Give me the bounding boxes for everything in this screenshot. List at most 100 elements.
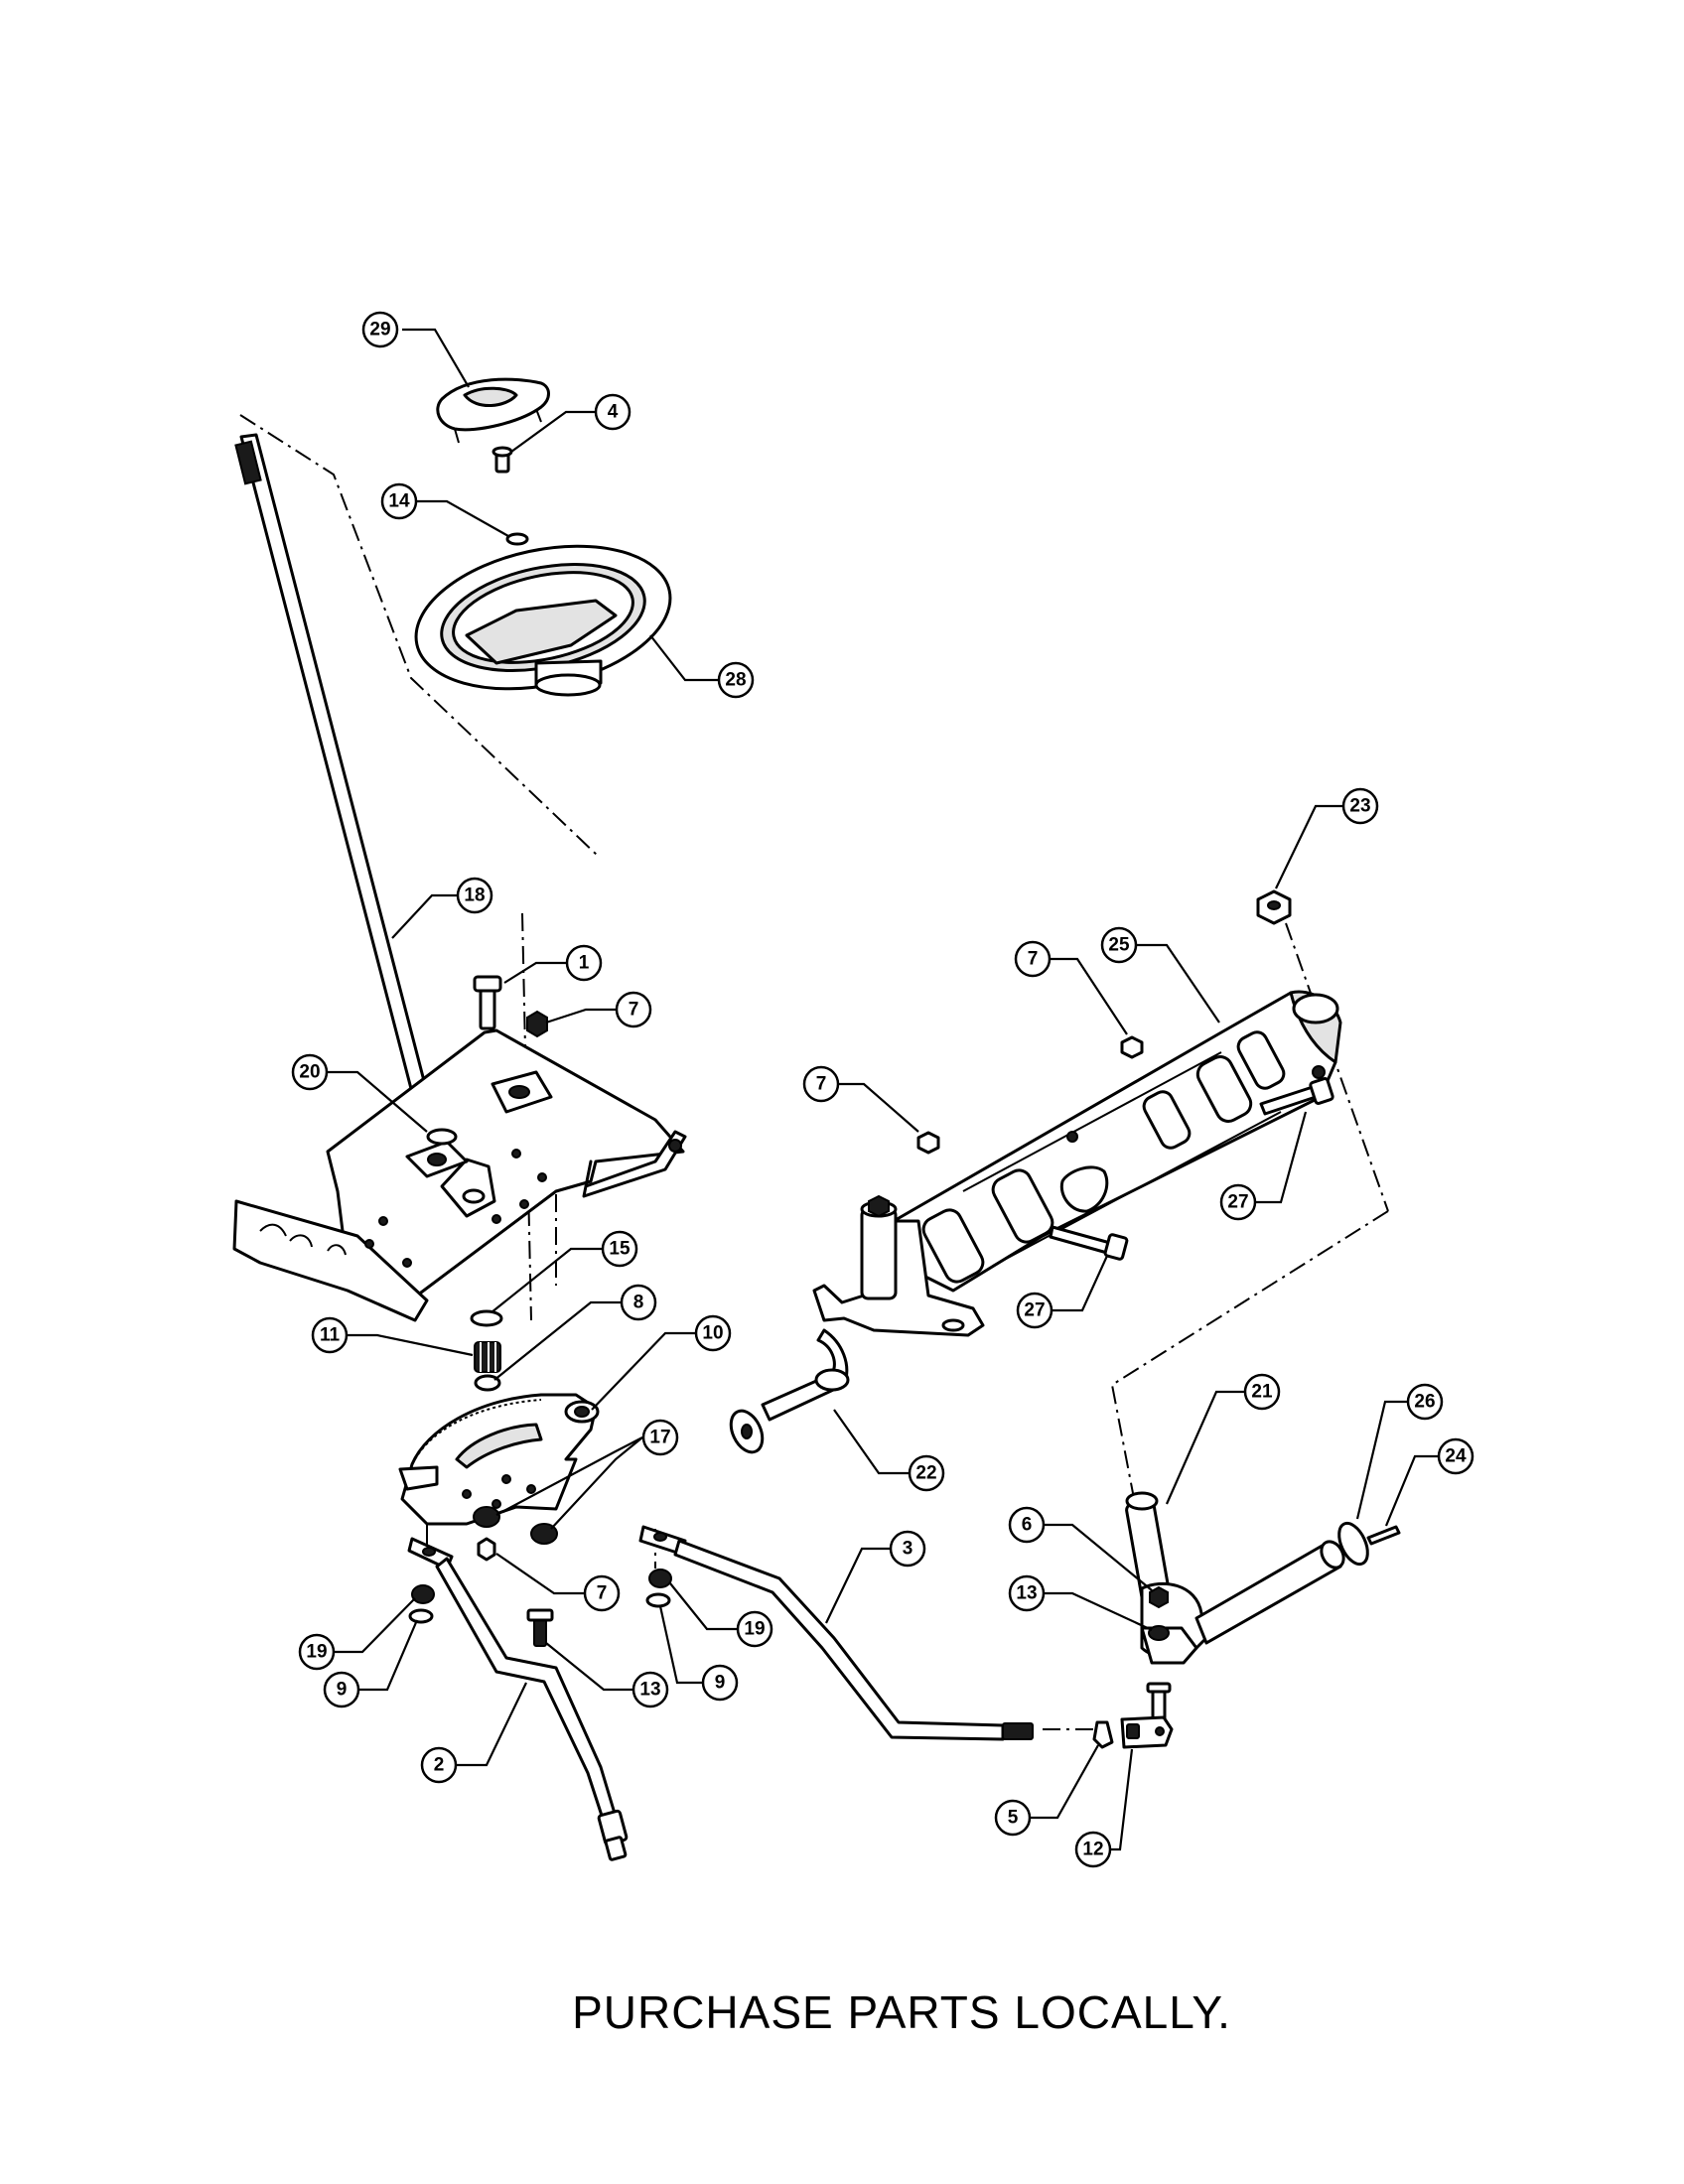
steering-shaft <box>234 433 439 1124</box>
sector-spacers <box>473 1506 558 1562</box>
svg-text:26: 26 <box>1414 1392 1435 1413</box>
svg-text:18: 18 <box>464 886 485 906</box>
callout-13-center: 13 <box>632 1671 669 1708</box>
spindle-nut <box>1149 1585 1169 1609</box>
center-bolt <box>526 1608 554 1647</box>
svg-text:27: 27 <box>1024 1300 1045 1321</box>
callout-20: 20 <box>291 1053 329 1091</box>
ball-joint <box>1092 1720 1114 1749</box>
callout-17: 17 <box>641 1419 679 1456</box>
svg-text:2: 2 <box>434 1755 445 1776</box>
callout-9-left: 9 <box>323 1671 360 1708</box>
axle-hex-nuts <box>916 1035 1144 1155</box>
svg-text:8: 8 <box>633 1293 644 1313</box>
svg-text:5: 5 <box>1008 1808 1019 1829</box>
axle-left-end <box>812 1194 985 1337</box>
svg-text:7: 7 <box>629 1000 639 1021</box>
svg-text:1: 1 <box>579 953 590 974</box>
svg-text:19: 19 <box>744 1619 765 1640</box>
callout-7-axle-lower: 7 <box>802 1065 840 1103</box>
callout-7-axle-upper: 7 <box>1014 940 1052 978</box>
svg-text:3: 3 <box>903 1539 913 1560</box>
callout-7-top: 7 <box>615 991 652 1028</box>
svg-text:6: 6 <box>1022 1515 1033 1536</box>
wheel-washer <box>505 532 529 546</box>
svg-text:28: 28 <box>725 670 746 691</box>
pinion-nut <box>474 1374 501 1392</box>
left-spindle <box>729 1328 850 1454</box>
callout-19-left: 19 <box>298 1633 336 1671</box>
front-axle <box>892 990 1342 1293</box>
callout-27-left: 27 <box>1016 1292 1053 1329</box>
drag-link-right <box>638 1525 1034 1741</box>
callout-26: 26 <box>1406 1383 1444 1421</box>
drag-link-left-fasteners <box>408 1584 435 1624</box>
callout-25: 25 <box>1100 926 1138 964</box>
callout-27-right: 27 <box>1219 1183 1257 1221</box>
purchase-parts-note: PURCHASE PARTS LOCALLY. <box>572 1986 1231 2038</box>
spindle-bolt <box>1146 1625 1172 1723</box>
callout-12: 12 <box>1074 1831 1112 1868</box>
pinion-gear <box>474 1341 501 1373</box>
steering-wheel-cap <box>436 377 550 444</box>
callout-28: 28 <box>717 661 755 699</box>
right-spindle <box>1125 1491 1345 1665</box>
tie-rod-end <box>1120 1715 1174 1749</box>
svg-text:19: 19 <box>306 1642 327 1663</box>
svg-text:7: 7 <box>597 1583 608 1604</box>
steering-support-plate <box>232 1028 687 1322</box>
svg-text:13: 13 <box>1016 1583 1037 1604</box>
svg-text:7: 7 <box>1028 949 1039 970</box>
cap-screw <box>491 446 513 474</box>
plate-bolt <box>473 975 502 1030</box>
svg-text:22: 22 <box>915 1463 936 1484</box>
sector-gear <box>398 1393 600 1558</box>
callout-7-sector: 7 <box>583 1574 621 1612</box>
svg-text:21: 21 <box>1251 1382 1273 1403</box>
callout-5: 5 <box>994 1799 1032 1837</box>
axle-bolts <box>1049 1077 1334 1261</box>
svg-text:4: 4 <box>608 402 619 423</box>
svg-text:7: 7 <box>816 1074 827 1095</box>
svg-text:9: 9 <box>715 1673 726 1694</box>
svg-text:27: 27 <box>1227 1192 1248 1213</box>
svg-text:23: 23 <box>1349 796 1370 817</box>
svg-text:15: 15 <box>609 1239 631 1260</box>
callout-19-right: 19 <box>736 1610 773 1648</box>
callout-11: 11 <box>311 1316 349 1354</box>
svg-text:29: 29 <box>369 320 390 341</box>
callout-29: 29 <box>361 311 399 348</box>
drag-link-left <box>407 1537 629 1861</box>
callout-15: 15 <box>601 1230 638 1268</box>
svg-text:12: 12 <box>1082 1840 1103 1860</box>
svg-text:20: 20 <box>299 1062 320 1083</box>
svg-text:13: 13 <box>639 1680 660 1701</box>
drag-link-right-fasteners <box>645 1569 672 1608</box>
hex-nut-upper <box>526 1010 548 1038</box>
callout-4: 4 <box>594 393 632 431</box>
callout-23: 23 <box>1341 787 1379 825</box>
shaft-washer <box>426 1128 458 1146</box>
steering-wheel <box>414 544 672 697</box>
callout-18: 18 <box>456 877 493 914</box>
svg-text:9: 9 <box>337 1680 348 1701</box>
callout-13-right: 13 <box>1008 1574 1046 1612</box>
pinion-washer <box>470 1309 503 1327</box>
callout-6: 6 <box>1008 1506 1046 1544</box>
callout-9-right: 9 <box>701 1664 739 1702</box>
callout-24: 24 <box>1437 1437 1474 1475</box>
svg-text:25: 25 <box>1108 935 1130 956</box>
callout-2: 2 <box>420 1746 458 1784</box>
svg-text:10: 10 <box>702 1323 723 1344</box>
spindle-washer <box>1337 1521 1369 1567</box>
cotter-pin <box>1366 1525 1401 1546</box>
callout-10: 10 <box>694 1314 732 1352</box>
callout-1: 1 <box>565 944 603 982</box>
svg-text:24: 24 <box>1445 1446 1467 1467</box>
callout-3: 3 <box>889 1530 926 1568</box>
callout-22: 22 <box>908 1454 945 1492</box>
part-callouts: 29 4 14 28 18 1 7 20 23 25 7 7 27 27 15 … <box>291 311 1474 1868</box>
callout-8: 8 <box>620 1284 657 1321</box>
callout-21: 21 <box>1243 1373 1281 1411</box>
